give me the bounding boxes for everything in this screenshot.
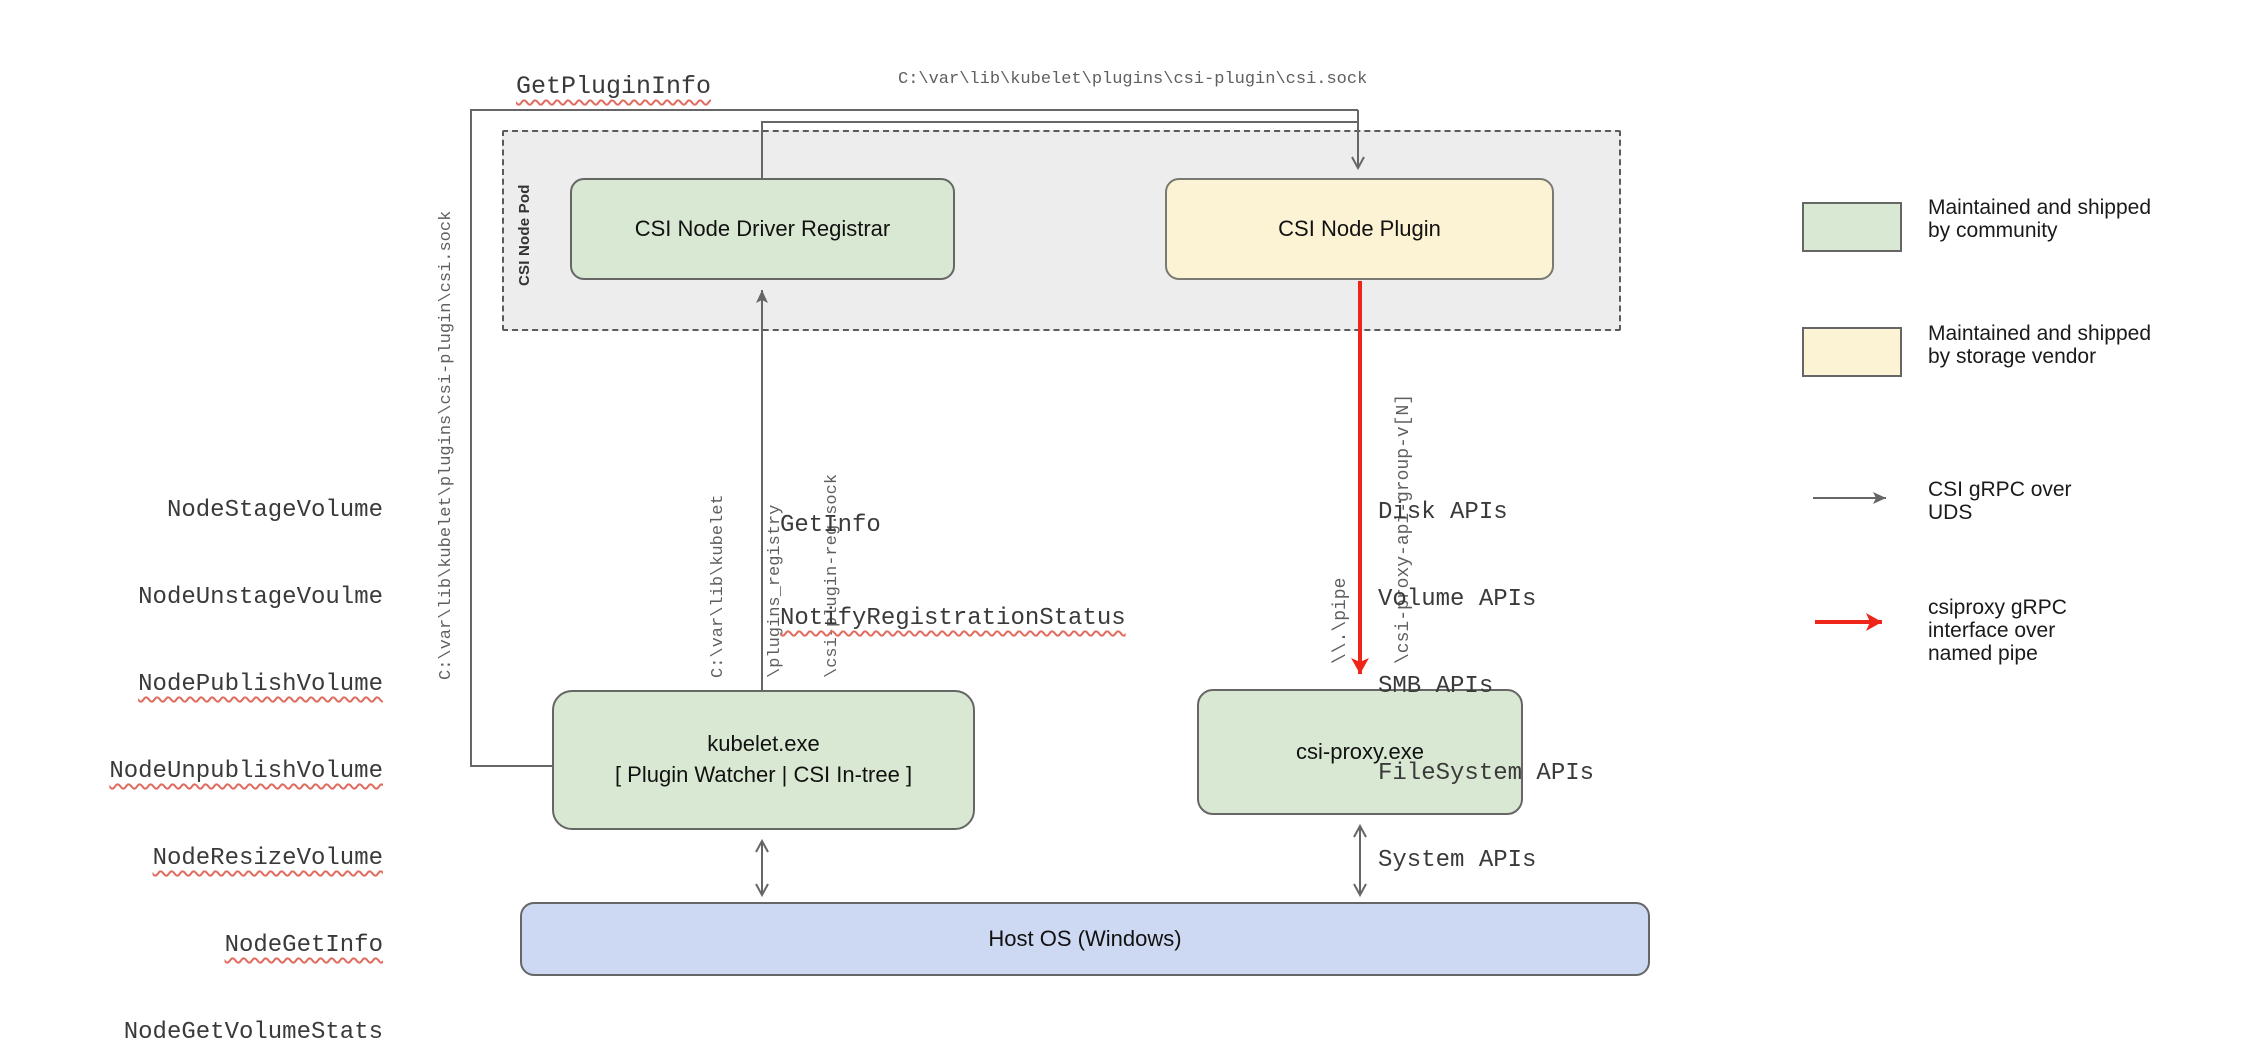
legend-uds-label: CSI gRPC over UDS (1928, 478, 2072, 524)
legend-community-label: Maintained and shipped by community (1928, 196, 2151, 242)
csi-node-driver-registrar-label: CSI Node Driver Registrar (634, 215, 891, 241)
legend-vendor-line1: Maintained and shipped (1928, 322, 2152, 345)
legend-vendor-line2: by storage vendor (1928, 345, 2097, 368)
host-api-item: Disk APIs (1378, 499, 1508, 526)
notify-registration-status-label: NotifyRegistrationStatus (780, 605, 1126, 632)
top-csi-socket-path: C:\var\lib\kubelet\plugins\csi-plugin\cs… (898, 70, 1368, 89)
legend-vendor-label: Maintained and shipped by storage vendor (1928, 322, 2151, 368)
host-api-item: SMB APIs (1378, 673, 1494, 700)
legend-namedpipe-line2: interface over (1928, 619, 2056, 642)
csi-node-plugin-box: CSI Node Plugin (1165, 178, 1554, 280)
legend-vendor-swatch (1802, 327, 1902, 377)
legend-namedpipe-line3: named pipe (1928, 642, 2038, 665)
node-rpc-item: NodeGetInfo (224, 932, 383, 959)
legend-namedpipe-label: csiproxy gRPC interface over named pipe (1928, 596, 2067, 665)
legend-namedpipe-line1: csiproxy gRPC (1928, 596, 2067, 619)
left-csi-socket-path: C:\var\lib\kubelet\plugins\csi-plugin\cs… (437, 210, 456, 680)
host-api-list: Disk APIs Volume APIs SMB APIs FileSyste… (1378, 440, 1594, 933)
legend-community-line1: Maintained and shipped (1928, 196, 2152, 219)
node-rpc-item: NodeStageVolume (166, 497, 383, 524)
csi-node-plugin-label: CSI Node Plugin (1278, 215, 1441, 241)
node-rpc-item: NodeUnstageVoulme (138, 584, 383, 611)
legend-community-line2: by community (1928, 219, 2058, 242)
legend-uds-line1: CSI gRPC over (1928, 478, 2072, 501)
named-pipe-line1: \\.\pipe (1331, 577, 1351, 664)
node-rpc-item: NodeGetVolumeStats (123, 1019, 383, 1044)
node-rpc-list: NodeStageVolume NodeUnstageVoulme NodePu… (95, 438, 383, 1044)
host-os-box: Host OS (Windows) (520, 902, 1650, 976)
node-rpc-item: NodeResizeVolume (152, 845, 383, 872)
kubelet-label-line1: kubelet.exe (707, 731, 820, 757)
node-rpc-item: NodePublishVolume (138, 671, 383, 698)
csi-node-driver-registrar-box: CSI Node Driver Registrar (570, 178, 955, 280)
get-plugin-info-label: GetPluginInfo (516, 72, 712, 101)
host-api-item: Volume APIs (1378, 586, 1537, 613)
get-info-label: GetInfo (780, 512, 881, 539)
kubelet-label-line2: [ Plugin Watcher | CSI In-tree ] (614, 762, 913, 787)
registration-rpcs: GetInfo NotifyRegistrationStatus (780, 448, 1126, 696)
csi-node-pod-label: CSI Node Pod (516, 184, 533, 286)
node-rpc-item: NodeUnpublishVolume (109, 758, 383, 785)
host-os-label: Host OS (Windows) (988, 925, 1182, 951)
host-api-item: System APIs (1378, 847, 1537, 874)
kubelet-box: kubelet.exe [ Plugin Watcher | CSI In-tr… (552, 690, 975, 830)
legend-uds-line2: UDS (1928, 501, 1973, 524)
host-api-item: FileSystem APIs (1378, 760, 1595, 787)
legend-community-swatch (1802, 202, 1902, 252)
registry-socket-line1: C:\var\lib\kubelet (709, 494, 728, 678)
